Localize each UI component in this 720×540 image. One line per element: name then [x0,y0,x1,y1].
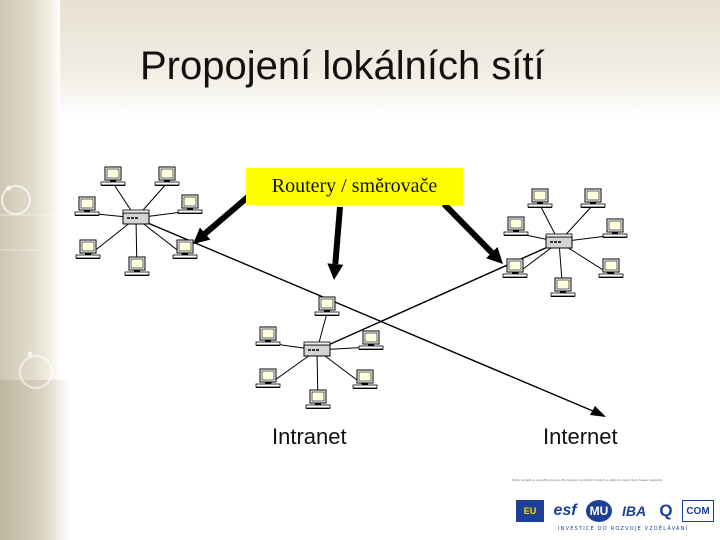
arrow-to-right-router-head [486,246,503,264]
intranet-label: Intranet [272,424,347,449]
q-logo: Q [654,500,678,522]
computer-icon [550,277,576,297]
arrow-to-left-router [203,193,251,236]
background-band [0,0,720,118]
arrow-to-right-router [441,201,494,255]
footer-logos: Tento projekt je spolufinancován Evropsk… [512,478,716,536]
computer-icon [314,296,340,316]
computer-icon [503,216,529,236]
internet-arrowhead [590,406,606,417]
computer-icon [124,256,150,276]
arrow-to-left-router-head [193,227,211,244]
computer-icon [602,218,628,238]
footer-slogan: INVESTICE DO ROZVOJE VZDĚLÁVÁNÍ [558,526,689,532]
computer-icon [527,188,553,208]
router-label: Routery / směrovače [246,168,463,205]
computer-icon [172,239,198,259]
network-link [135,217,601,415]
computer-icon [100,166,126,186]
router-icon [303,341,331,357]
computer-icon [305,389,331,409]
computer-icon [75,239,101,259]
computer-icon [580,188,606,208]
eu-logo: EU [516,500,544,522]
esf-logo: esf [548,500,582,522]
network-link [316,241,560,351]
slide-title: Propojení lokálních sítí [140,44,545,88]
computer-icon [255,326,281,346]
computer-icon [255,368,281,388]
computer-icon [154,166,180,186]
computer-icon [352,369,378,389]
background-bottom-corner [0,380,70,540]
computer-icon [74,196,100,216]
router-icon [545,233,573,249]
com-logo: COM [682,500,714,522]
university-logo: MU [586,500,612,522]
iba-logo: IBA [616,500,652,522]
router-icon [122,209,150,225]
computer-icon [177,194,203,214]
internet-label: Internet [543,424,618,449]
computer-icon [598,258,624,278]
arrow-to-intranet-router [332,206,343,265]
computer-icon [358,330,384,350]
computer-icon [502,258,528,278]
arrow-to-intranet-router-head [327,263,344,280]
footer-note: Tento projekt je spolufinancován Evropsk… [512,478,663,482]
